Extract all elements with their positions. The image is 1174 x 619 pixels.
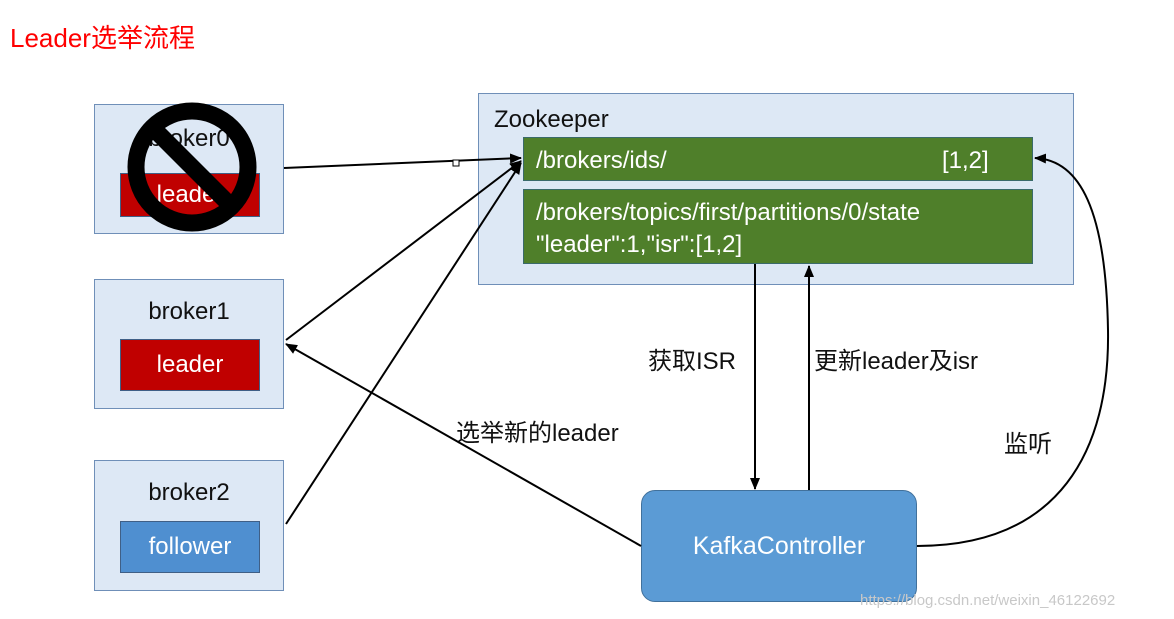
broker2-box: broker2 follower xyxy=(94,460,284,591)
broker2-role-tag: follower xyxy=(120,521,260,573)
zookeeper-title: Zookeeper xyxy=(494,106,609,133)
zk-ids-path: /brokers/ids/ xyxy=(536,147,667,174)
label-update-leader-isr: 更新leader及isr xyxy=(814,348,979,375)
broker1-box: broker1 leader xyxy=(94,279,284,409)
zk-state-path: /brokers/topics/first/partitions/0/state xyxy=(536,199,921,226)
prohibited-icon xyxy=(127,102,257,232)
zk-state-node: /brokers/topics/first/partitions/0/state… xyxy=(523,189,1033,264)
arrow-broker1-to-ids xyxy=(285,160,522,341)
arrow-controller-to-broker1 xyxy=(285,343,642,547)
label-elect-new-leader: 选举新的leader xyxy=(456,420,619,447)
arrow-broker0-to-ids xyxy=(283,153,522,169)
broker1-label: broker1 xyxy=(148,298,230,325)
label-watch: 监听 xyxy=(1004,431,1052,458)
zk-ids-value: [1,2] xyxy=(942,147,989,174)
watermark: https://blog.csdn.net/weixin_46122692 xyxy=(860,592,1116,609)
label-get-isr: 获取ISR xyxy=(648,348,737,375)
zk-ids-node: /brokers/ids/ [1,2] xyxy=(523,137,1033,181)
arrow-broker2-to-ids xyxy=(285,162,522,525)
zk-state-value: "leader":1,"isr":[1,2] xyxy=(536,231,743,258)
broker1-role-tag: leader xyxy=(120,339,260,391)
selection-handle xyxy=(452,159,460,167)
kafka-controller: KafkaController xyxy=(641,490,917,602)
broker2-label: broker2 xyxy=(148,479,230,506)
arrow-controller-watch-ids xyxy=(916,153,1110,547)
diagram-title: Leader选举流程 xyxy=(10,23,195,53)
